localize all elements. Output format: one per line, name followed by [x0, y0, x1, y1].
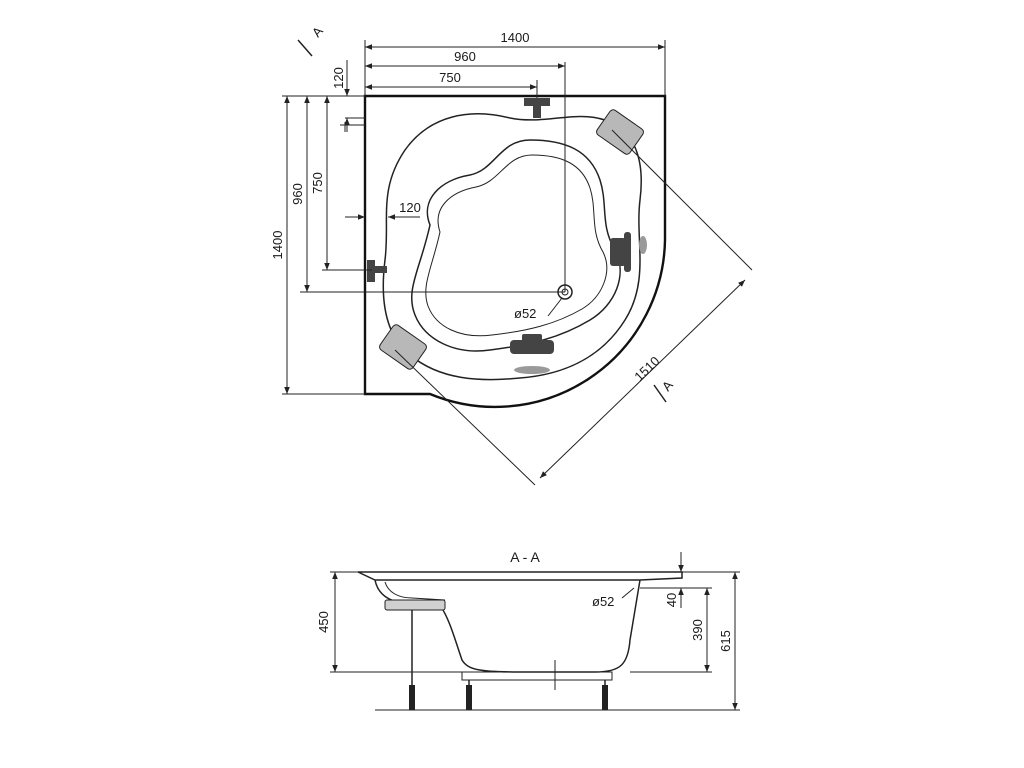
section-mark-bottom: A — [659, 377, 676, 394]
dim-label-1510: 1510 — [631, 353, 662, 384]
mixer-right — [610, 232, 647, 272]
dim-label-450: 450 — [316, 611, 331, 633]
plan-view: 1400 960 750 120 1400 960 750 120 ø52 — [270, 23, 753, 486]
headrest-top-right — [596, 109, 644, 155]
section-view: A - A ø52 450 — [316, 549, 740, 711]
drain-leader — [547, 297, 563, 317]
faucet-top — [524, 98, 550, 118]
seat-bracket — [384, 599, 446, 611]
section-title: A - A — [510, 549, 540, 565]
section-body-inner — [384, 581, 446, 601]
dim-label-960-top: 960 — [454, 49, 476, 64]
dim-label-drain-plan: ø52 — [514, 306, 536, 321]
faucet-left — [367, 260, 387, 282]
dim-label-40: 40 — [664, 593, 679, 607]
dim-label-750-top: 750 — [439, 70, 461, 85]
headrest-bottom-left — [379, 324, 427, 370]
dim-label-960-left: 960 — [290, 183, 305, 205]
section-drain-leader — [621, 587, 635, 599]
basin-rim-outer — [382, 113, 642, 381]
mixer-bottom — [510, 334, 554, 374]
section-rim — [357, 571, 683, 581]
dim-line-1510 — [539, 279, 746, 479]
legs — [409, 610, 608, 710]
basin-inner-lip — [425, 154, 608, 337]
dim-label-750-left: 750 — [310, 172, 325, 194]
section-mark-top: A — [309, 23, 326, 40]
section-mark-line-top — [297, 39, 313, 57]
dim-label-1400-left: 1400 — [270, 231, 285, 260]
dim-label-drain-section: ø52 — [592, 594, 614, 609]
dim-label-390: 390 — [690, 619, 705, 641]
dim-label-120-side: 120 — [399, 200, 421, 215]
dim-label-120-top: 120 — [331, 67, 346, 89]
dim-label-615: 615 — [718, 630, 733, 652]
base-frame — [461, 671, 613, 681]
section-mark-line-bottom — [653, 384, 667, 403]
dim-label-1400-top: 1400 — [501, 30, 530, 45]
